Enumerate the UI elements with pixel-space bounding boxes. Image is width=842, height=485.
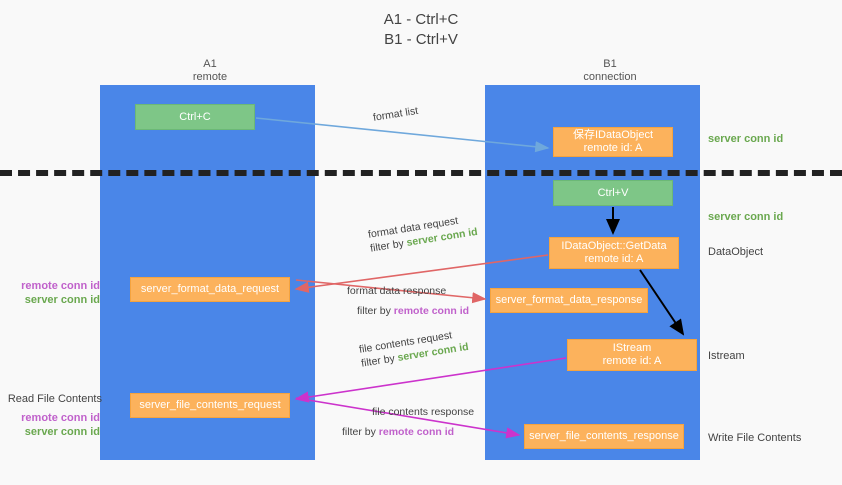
node-server-format-data-request-label: server_format_data_request bbox=[140, 283, 280, 295]
filter-token-remote-conn-id: remote conn id bbox=[378, 426, 455, 438]
node-server-file-contents-request[interactable]: server_file_contents_request bbox=[130, 393, 290, 418]
annotation-server-conn-id: server conn id bbox=[24, 426, 100, 438]
edge-label-format-data-request: format data request filter by server con… bbox=[367, 215, 478, 256]
edge-label-format-list-text: format list bbox=[372, 104, 419, 124]
annotation-server-conn-id-mid: server conn id bbox=[708, 211, 784, 223]
node-server-file-contents-request-label: server_file_contents_request bbox=[139, 399, 281, 411]
column-a1-name: A1 bbox=[203, 58, 217, 70]
column-b1-name: B1 bbox=[603, 58, 617, 70]
node-server-format-data-request[interactable]: server_format_data_request bbox=[130, 277, 290, 302]
column-b1-sub: connection bbox=[583, 71, 637, 83]
column-a1-sub: remote bbox=[192, 71, 228, 83]
node-save-idataobject-line1: 保存IDataObject bbox=[572, 129, 654, 141]
node-server-format-data-response[interactable]: server_format_data_response bbox=[490, 288, 648, 313]
edge-label-format-data-response-line1: format data response bbox=[347, 285, 447, 297]
filter-prefix: filter by bbox=[357, 305, 394, 317]
node-getdata-line2: remote id: A bbox=[584, 253, 644, 265]
node-server-file-contents-response[interactable]: server_file_contents_response bbox=[524, 424, 684, 449]
node-istream-line2: remote id: A bbox=[602, 355, 662, 367]
annotation-dataobject: DataObject bbox=[708, 246, 764, 258]
edge-label-file-contents-response-line1: file contents response bbox=[372, 406, 475, 418]
node-server-format-data-response-label: server_format_data_response bbox=[495, 294, 643, 306]
node-ctrl-c[interactable]: Ctrl+C bbox=[135, 104, 255, 130]
edge-label-file-contents-response: file contents response filter by remote … bbox=[342, 405, 475, 439]
column-header-b1: B1 connection bbox=[520, 58, 700, 84]
node-save-idataobject-line2: remote id: A bbox=[583, 142, 643, 154]
annotation-read-file-contents: Read File Contents bbox=[7, 393, 102, 405]
title-line-2: B1 - Ctrl+V bbox=[384, 31, 458, 48]
annotation-remote-conn-id: remote conn id bbox=[21, 280, 100, 292]
node-ctrl-c-label: Ctrl+C bbox=[179, 110, 211, 123]
node-istream[interactable]: IStream remote id: A bbox=[567, 339, 697, 371]
edge-label-format-data-response-filter: filter by remote conn id bbox=[347, 304, 469, 318]
page-title: A1 - Ctrl+C B1 - Ctrl+V bbox=[0, 10, 842, 50]
annotation-server-conn-id: server conn id bbox=[24, 294, 100, 306]
annotation-istream: Istream bbox=[708, 350, 745, 362]
annotation-remote-conn-id: remote conn id bbox=[21, 412, 100, 424]
edge-label-file-contents-request: file contents request filter by server c… bbox=[358, 329, 469, 371]
node-ctrl-v[interactable]: Ctrl+V bbox=[553, 180, 673, 206]
filter-token-remote-conn-id: remote conn id bbox=[393, 305, 470, 317]
node-istream-line1: IStream bbox=[612, 342, 652, 354]
filter-prefix: filter by bbox=[342, 426, 379, 438]
node-getdata-line1: IDataObject::GetData bbox=[561, 240, 667, 252]
column-header-a1: A1 remote bbox=[120, 58, 300, 84]
annotation-server-conn-id-top: server conn id bbox=[708, 133, 784, 145]
phase-divider bbox=[0, 170, 842, 176]
node-ctrl-v-label: Ctrl+V bbox=[597, 186, 629, 199]
edge-label-format-list: format list bbox=[372, 105, 419, 125]
annotation-conn-ids-format: remote conn id server conn id bbox=[8, 279, 100, 307]
node-server-file-contents-response-label: server_file_contents_response bbox=[529, 430, 679, 442]
edge-label-format-data-response: format data response filter by remote co… bbox=[347, 284, 469, 318]
node-idataobject-getdata[interactable]: IDataObject::GetData remote id: A bbox=[549, 237, 679, 269]
title-line-1: A1 - Ctrl+C bbox=[383, 11, 459, 28]
annotation-write-file-contents: Write File Contents bbox=[708, 432, 802, 444]
node-save-idataobject[interactable]: 保存IDataObject remote id: A bbox=[553, 127, 673, 157]
annotation-conn-ids-file: remote conn id server conn id bbox=[8, 411, 100, 439]
edge-label-file-contents-response-filter: filter by remote conn id bbox=[342, 425, 474, 439]
